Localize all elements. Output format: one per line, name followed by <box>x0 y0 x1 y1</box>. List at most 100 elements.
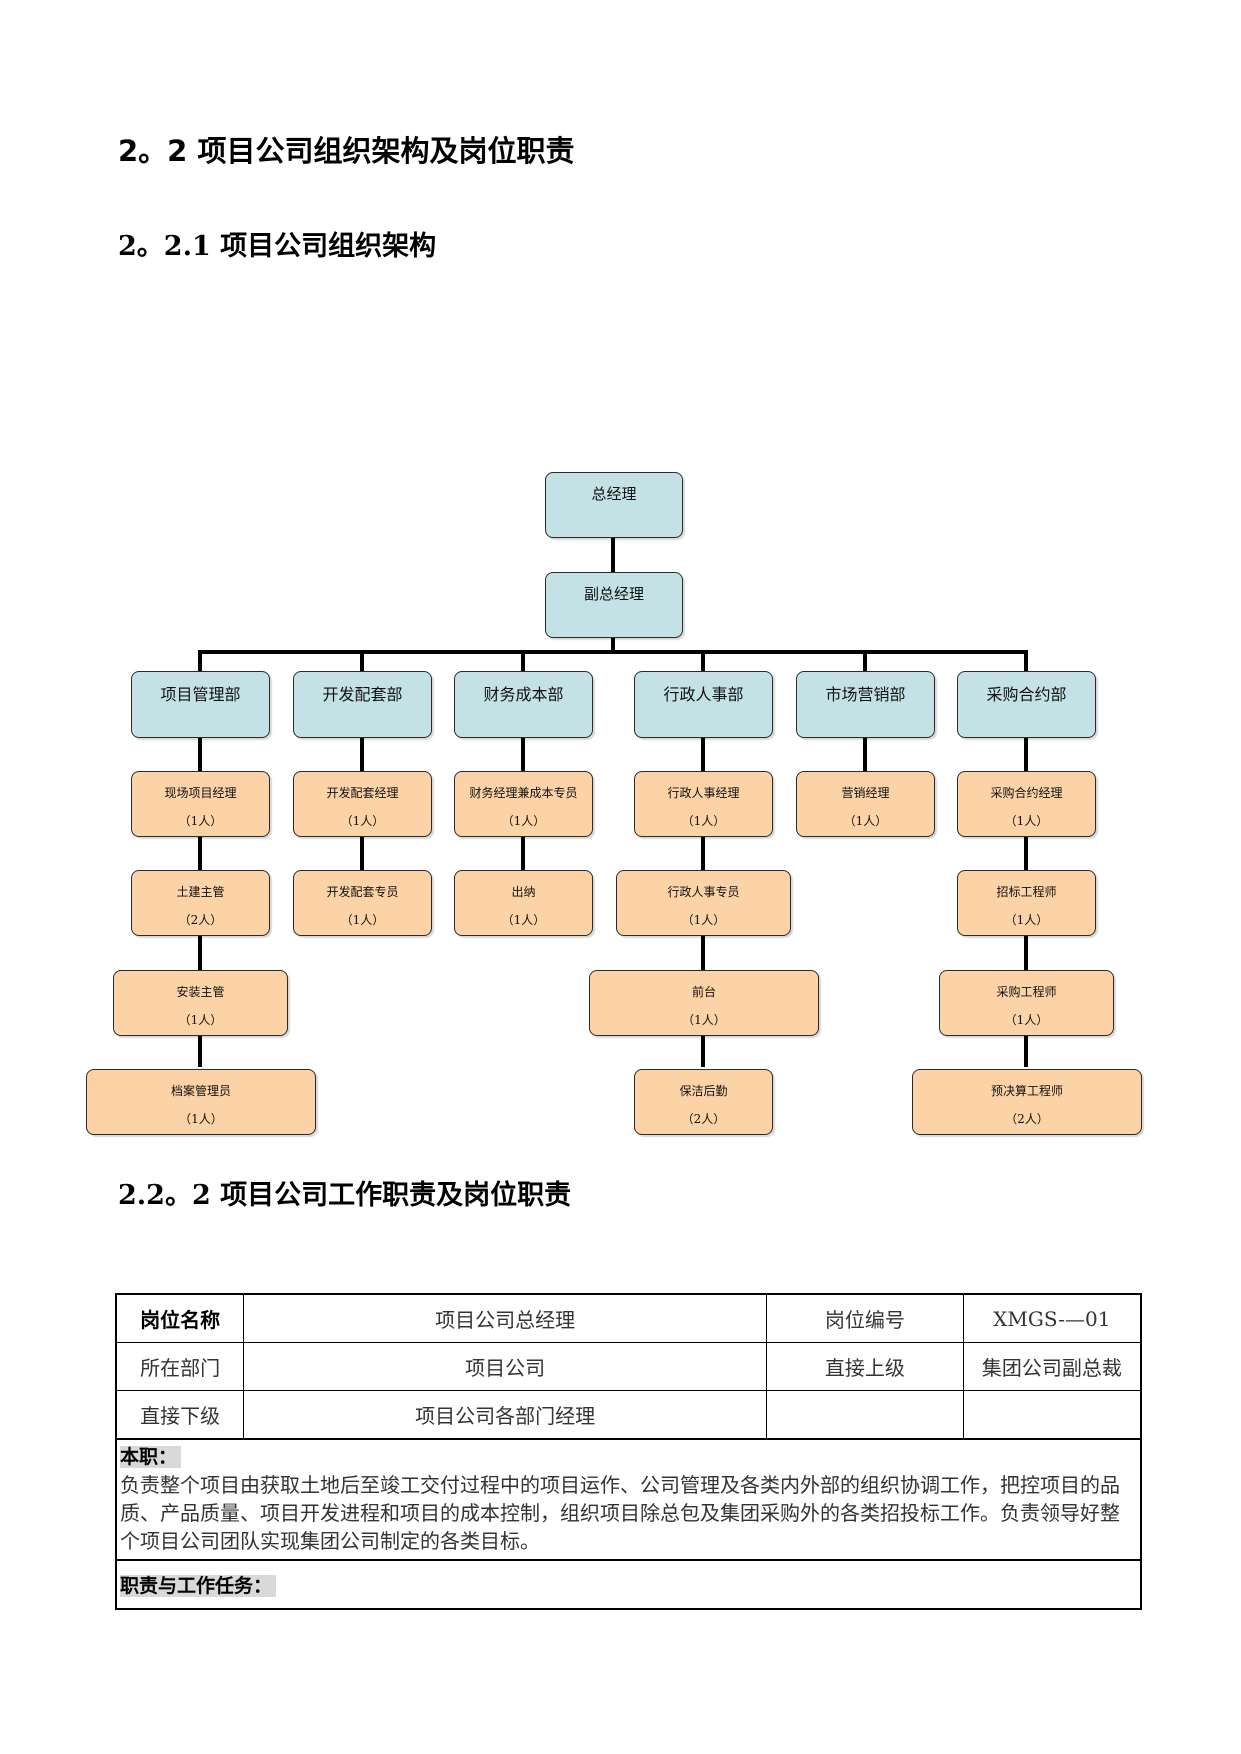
org-box-deputy-manager: 副总经理 <box>545 572 683 638</box>
org-box-role: 前台 （1人） <box>589 970 819 1036</box>
tasks-label: 职责与工作任务： <box>120 1575 277 1597</box>
table-cell: 项目公司总经理 <box>243 1293 768 1343</box>
subsection-heading-org: 2。2.1 项目公司组织架构 <box>118 231 437 262</box>
connector <box>611 638 615 652</box>
connector <box>521 650 525 672</box>
role-count: （1人） <box>681 814 726 828</box>
role-count: （1人） <box>179 1112 223 1126</box>
connector <box>701 650 705 672</box>
role-count: （2人） <box>1005 1112 1049 1126</box>
org-box-dept-dev: 开发配套部 <box>293 671 432 738</box>
table-row: 本职： 负责整个项目由获取土地后至竣工交付过程中的项目运作、公司管理及各类内外部… <box>115 1438 1142 1561</box>
role-title: 土建主管 <box>176 885 225 899</box>
connector <box>198 650 202 672</box>
connector <box>863 650 867 672</box>
org-box-dept-finance: 财务成本部 <box>454 671 593 738</box>
org-box-label: 采购合约部 <box>986 685 1067 704</box>
tasks-cell: 职责与工作任务： <box>115 1559 1142 1610</box>
org-box-role: 行政人事专员 （1人） <box>616 870 791 936</box>
role-title: 行政人事专员 <box>667 885 740 899</box>
org-box-role: 招标工程师 （1人） <box>957 870 1096 936</box>
role-count: （2人） <box>178 913 223 927</box>
table-cell: 项目公司各部门经理 <box>243 1390 768 1440</box>
table-cell: 直接下级 <box>115 1390 245 1440</box>
role-title: 财务经理兼成本专员 <box>469 786 578 800</box>
org-box-role: 出纳 （1人） <box>454 870 593 936</box>
org-box-label: 项目管理部 <box>160 685 241 704</box>
duty-cell: 本职： 负责整个项目由获取土地后至竣工交付过程中的项目运作、公司管理及各类内外部… <box>115 1438 1142 1561</box>
org-box-dept-admin: 行政人事部 <box>634 671 773 738</box>
duty-text: 负责整个项目由获取土地后至竣工交付过程中的项目运作、公司管理及各类内外部的组织协… <box>120 1473 1120 1553</box>
org-box-role: 现场项目经理 （1人） <box>131 771 270 837</box>
role-count: （1人） <box>682 1013 726 1027</box>
org-box-role: 财务经理兼成本专员 （1人） <box>454 771 593 837</box>
org-box-role: 营销经理 （1人） <box>796 771 935 837</box>
table-row: 所在部门 项目公司 直接上级 集团公司副总裁 <box>115 1342 1142 1391</box>
role-title: 采购合约经理 <box>990 786 1063 800</box>
table-cell: 项目公司 <box>243 1342 768 1391</box>
connector <box>360 650 364 672</box>
org-box-label: 开发配套部 <box>322 685 403 704</box>
role-title: 前台 <box>691 985 716 999</box>
org-box-role: 档案管理员 （1人） <box>86 1069 316 1135</box>
role-title: 保洁后勤 <box>679 1084 728 1098</box>
role-count: （1人） <box>340 913 385 927</box>
role-count: （1人） <box>681 913 726 927</box>
subsection-heading-duties: 2.2。2 项目公司工作职责及岗位职责 <box>118 1180 572 1211</box>
connector <box>863 737 867 771</box>
connector <box>198 650 1028 654</box>
org-box-dept-marketing: 市场营销部 <box>796 671 935 738</box>
role-count: （1人） <box>340 814 385 828</box>
table-row: 岗位名称 项目公司总经理 岗位编号 XMGS-—01 <box>115 1293 1142 1343</box>
role-title: 出纳 <box>511 885 536 899</box>
table-row: 职责与工作任务： <box>115 1559 1142 1610</box>
table-cell: 岗位名称 <box>115 1293 245 1343</box>
org-box-role: 土建主管 （2人） <box>131 870 270 936</box>
org-box-label: 总经理 <box>591 485 637 503</box>
table-cell: 集团公司副总裁 <box>962 1342 1142 1391</box>
table-row: 直接下级 项目公司各部门经理 <box>115 1390 1142 1440</box>
table-cell: 所在部门 <box>115 1342 245 1391</box>
org-box-role: 预决算工程师 （2人） <box>912 1069 1142 1135</box>
org-box-role: 开发配套经理 （1人） <box>293 771 432 837</box>
table-cell: XMGS-—01 <box>962 1293 1142 1343</box>
org-box-role: 安装主管 （1人） <box>113 970 288 1036</box>
role-count: （2人） <box>681 1112 726 1126</box>
org-box-role: 行政人事经理 （1人） <box>634 771 773 837</box>
table-cell <box>962 1390 1142 1440</box>
org-box-role: 开发配套专员 （1人） <box>293 870 432 936</box>
role-title: 开发配套专员 <box>326 885 399 899</box>
role-title: 安装主管 <box>176 985 225 999</box>
role-title: 招标工程师 <box>996 885 1057 899</box>
role-count: （1人） <box>178 814 223 828</box>
duty-label: 本职： <box>120 1446 182 1468</box>
role-count: （1人） <box>1004 913 1049 927</box>
role-title: 采购工程师 <box>996 985 1057 999</box>
role-title: 现场项目经理 <box>164 786 237 800</box>
table-cell: 直接上级 <box>766 1342 964 1391</box>
role-count: （1人） <box>843 814 888 828</box>
role-count: （1人） <box>178 1013 223 1027</box>
org-box-role: 采购合约经理 （1人） <box>957 771 1096 837</box>
role-count: （1人） <box>1004 1013 1049 1027</box>
role-title: 开发配套经理 <box>326 786 399 800</box>
org-box-role: 保洁后勤 （2人） <box>634 1069 773 1135</box>
org-box-label: 市场营销部 <box>825 685 906 704</box>
connector <box>1024 650 1028 672</box>
org-box-dept-procure: 采购合约部 <box>957 671 1096 738</box>
section-heading: 2。2 项目公司组织架构及岗位职责 <box>118 134 575 168</box>
role-title: 档案管理员 <box>170 1084 231 1098</box>
org-box-label: 行政人事部 <box>663 685 744 704</box>
job-description-table: 岗位名称 项目公司总经理 岗位编号 XMGS-—01 所在部门 项目公司 直接上… <box>115 1293 1142 1610</box>
org-box-dept-project: 项目管理部 <box>131 671 270 738</box>
role-count: （1人） <box>501 913 546 927</box>
table-cell <box>766 1390 964 1440</box>
org-box-general-manager: 总经理 <box>545 472 683 538</box>
role-count: （1人） <box>1004 814 1049 828</box>
role-title: 营销经理 <box>841 786 890 800</box>
table-cell: 岗位编号 <box>766 1293 964 1343</box>
org-box-role: 采购工程师 （1人） <box>939 970 1114 1036</box>
org-box-label: 副总经理 <box>583 585 644 603</box>
role-title: 预决算工程师 <box>990 1084 1063 1098</box>
